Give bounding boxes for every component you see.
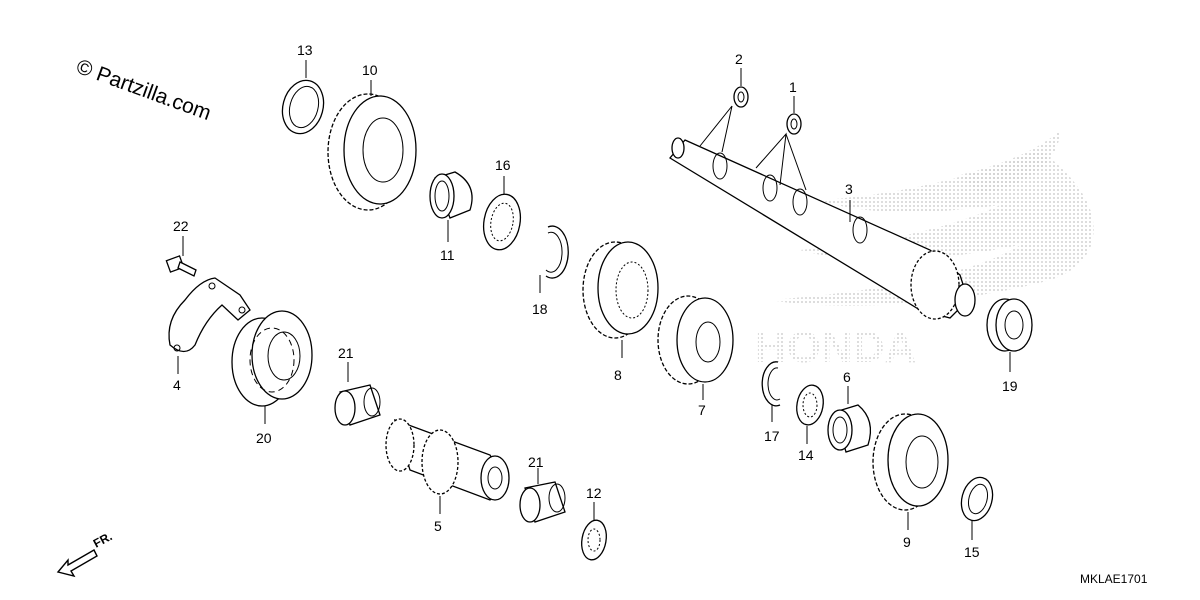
honda-logo-text: HONDA bbox=[755, 323, 916, 372]
callout-16[interactable]: 16 bbox=[495, 157, 511, 173]
callout-11[interactable]: 11 bbox=[440, 247, 455, 263]
part-3-mainshaft[interactable] bbox=[669, 137, 976, 320]
callout-17[interactable]: 17 bbox=[764, 428, 780, 444]
part-15-thrust-washer[interactable] bbox=[957, 474, 997, 524]
part-8-gear[interactable] bbox=[582, 241, 659, 339]
part-22-bolt[interactable] bbox=[165, 255, 197, 277]
callout-5[interactable]: 5 bbox=[434, 518, 442, 534]
honda-wing-logo: HONDA bbox=[755, 130, 1094, 372]
callout-2[interactable]: 2 bbox=[735, 51, 743, 67]
callout-22[interactable]: 22 bbox=[173, 218, 189, 234]
part-4-set-plate[interactable] bbox=[168, 277, 251, 353]
part-17-snap-ring[interactable] bbox=[761, 361, 781, 407]
callout-21-a[interactable]: 21 bbox=[338, 345, 354, 361]
front-arrow: FR. bbox=[56, 529, 115, 578]
part-21-needle-bearing-b[interactable] bbox=[519, 481, 566, 523]
watermark: © Partzilla.com bbox=[73, 55, 214, 125]
leader-1-branch-b bbox=[785, 133, 807, 191]
part-14-splined-washer[interactable] bbox=[794, 383, 827, 427]
callout-4[interactable]: 4 bbox=[173, 377, 181, 393]
part-12-splined-washer[interactable] bbox=[579, 518, 610, 562]
callout-13[interactable]: 13 bbox=[297, 42, 313, 58]
callout-1[interactable]: 1 bbox=[789, 79, 797, 95]
front-label: FR. bbox=[91, 529, 115, 550]
part-9-gear[interactable] bbox=[872, 413, 949, 511]
part-1-ring[interactable] bbox=[786, 113, 802, 135]
part-18-snap-ring[interactable] bbox=[545, 225, 569, 279]
part-10-gear[interactable] bbox=[327, 93, 417, 211]
callout-14[interactable]: 14 bbox=[798, 447, 814, 463]
callout-7[interactable]: 7 bbox=[698, 402, 706, 418]
callout-15[interactable]: 15 bbox=[964, 544, 980, 560]
callout-8[interactable]: 8 bbox=[614, 367, 622, 383]
callout-21-b[interactable]: 21 bbox=[528, 454, 544, 470]
part-11-bushing[interactable] bbox=[429, 171, 473, 219]
part-21-needle-bearing-a[interactable] bbox=[334, 384, 381, 426]
part-16-splined-washer[interactable] bbox=[479, 191, 524, 252]
leader-2-branches bbox=[699, 105, 733, 153]
part-5-countershaft[interactable] bbox=[385, 418, 510, 501]
diagram-code: MKLAE1701 bbox=[1080, 572, 1148, 586]
callout-18[interactable]: 18 bbox=[532, 301, 548, 317]
callout-9[interactable]: 9 bbox=[903, 534, 911, 550]
part-19-bearing[interactable] bbox=[986, 298, 1033, 352]
part-7-gear[interactable] bbox=[657, 295, 734, 385]
part-20-bearing[interactable] bbox=[231, 310, 313, 407]
callout-12[interactable]: 12 bbox=[586, 485, 602, 501]
callout-19[interactable]: 19 bbox=[1002, 378, 1018, 394]
callout-10[interactable]: 10 bbox=[362, 62, 378, 78]
callout-3[interactable]: 3 bbox=[845, 181, 853, 197]
part-2-ring[interactable] bbox=[733, 86, 749, 108]
part-6-bushing[interactable] bbox=[827, 404, 872, 453]
callout-6[interactable]: 6 bbox=[843, 369, 851, 385]
part-13-thrust-washer[interactable] bbox=[277, 76, 330, 139]
callout-20[interactable]: 20 bbox=[256, 430, 272, 446]
